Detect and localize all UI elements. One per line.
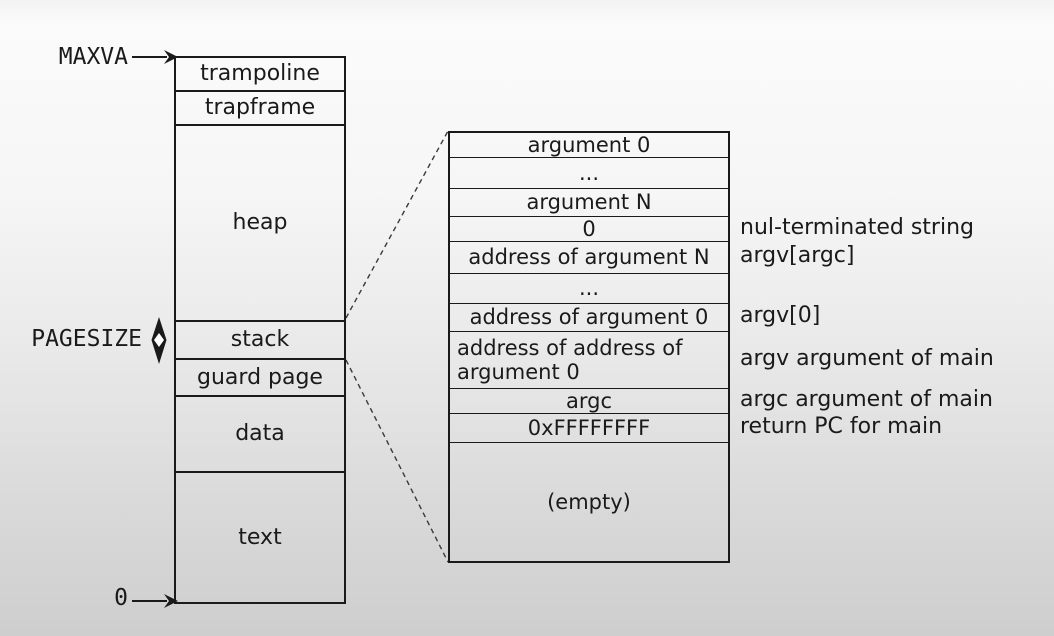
annotation-return-pc: return PC for main xyxy=(740,413,943,439)
stack-row-ellipsis-addresses: ... xyxy=(450,274,728,304)
annotation-argc-argument: argc argument of main xyxy=(740,386,993,412)
stack-row-empty: (empty) xyxy=(547,489,631,514)
memory-section-heap: heap xyxy=(176,126,344,322)
maxva-label: MAXVA xyxy=(58,44,128,70)
memory-section-stack: stack xyxy=(176,322,344,360)
memory-section-trampoline: trampoline xyxy=(176,58,344,92)
origin-label: 0 xyxy=(114,585,128,611)
zoom-connector-top xyxy=(345,130,449,319)
memory-section-trapframe: trapframe xyxy=(176,92,344,126)
memory-section-text: text xyxy=(238,524,282,550)
stack-row-nul: 0 xyxy=(450,217,728,242)
stack-row-return-pc: 0xFFFFFFFF xyxy=(450,414,728,443)
stack-row-address-argument-0: address of argument 0 xyxy=(450,304,728,332)
annotation-argv-0: argv[0] xyxy=(740,303,821,329)
stack-row-argument-n: argument N xyxy=(450,189,728,217)
annotation-argv-argc: argv[argc] xyxy=(740,243,855,269)
maxva-arrow-icon xyxy=(132,50,178,64)
zoom-connector-bottom xyxy=(345,359,449,563)
stack-row-argument-0: argument 0 xyxy=(450,133,728,158)
memory-section-data: data xyxy=(176,397,344,473)
origin-arrow-icon xyxy=(132,594,178,608)
annotation-argv-argument: argv argument of main xyxy=(740,345,994,371)
memory-section-guard-page: guard page xyxy=(176,360,344,397)
pagesize-double-arrow-icon xyxy=(151,317,167,364)
address-space-box: trampoline trapframe heap stack guard pa… xyxy=(174,56,346,604)
stack-row-address-of-address: address of address of argument 0 xyxy=(450,332,728,389)
stack-detail-box: argument 0 ... argument N 0 address of a… xyxy=(448,131,730,563)
stack-row-ellipsis-args: ... xyxy=(450,158,728,189)
stack-row-address-argument-n: address of argument N xyxy=(450,242,728,274)
pagesize-label: PAGESIZE xyxy=(31,326,142,352)
stack-row-argc: argc xyxy=(450,389,728,414)
annotation-nul-terminated: nul-terminated string xyxy=(740,214,974,240)
